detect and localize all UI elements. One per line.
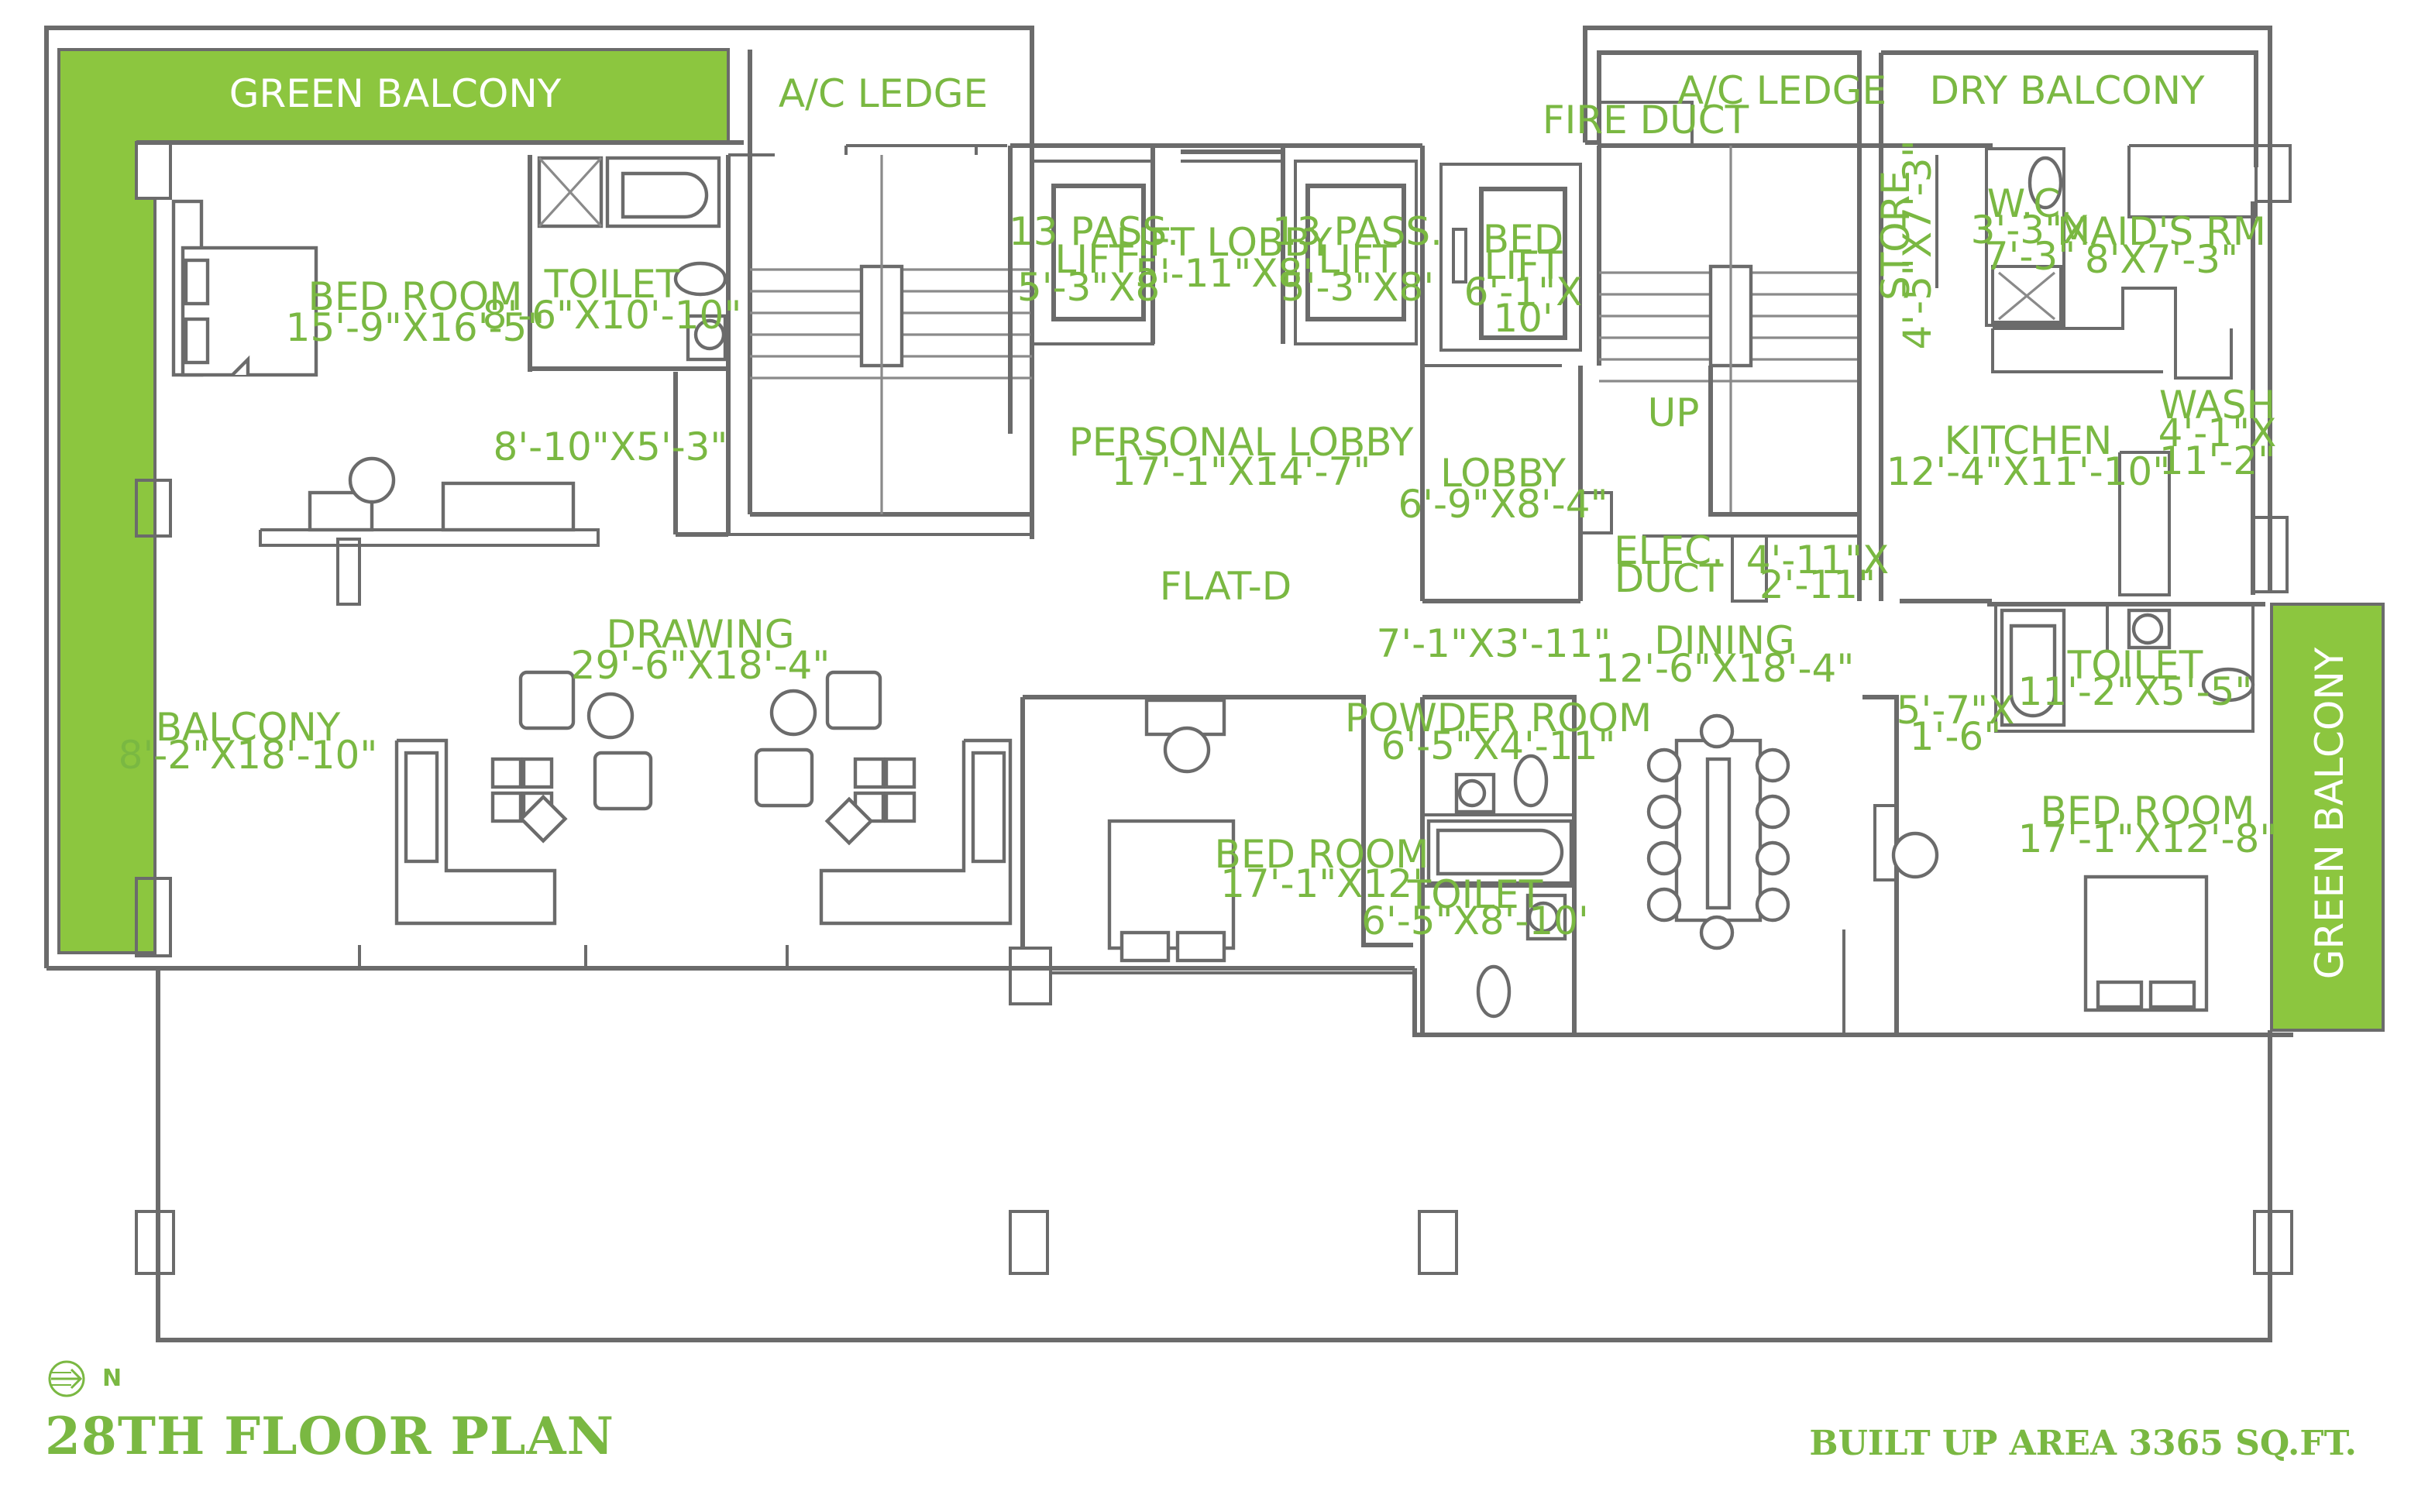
label-elec-duct-l2: DUCT	[1615, 556, 1724, 601]
label-bed-room-1: BED ROOM	[308, 274, 523, 319]
label-shaft-l2: 2'-11"	[1759, 562, 1876, 607]
label-toilet-1-size: 8'-6"X10'-10"	[483, 293, 742, 338]
label-pass-lift-1-size: 5'-3"X8'	[1017, 265, 1171, 310]
label-toilet-2: TOILET	[2067, 643, 2203, 688]
label-pass-lift-2-size: 5'-3"X8'	[1281, 265, 1434, 310]
label-bed-lift-l4: 10'	[1493, 296, 1553, 341]
built-up-area: BUILT UP AREA 3365 SQ.FT.	[1809, 1424, 2357, 1463]
label-maids-room: MAID'S RM	[2057, 209, 2266, 254]
label-ac-ledge-2: A/C LEDGE	[1677, 68, 1886, 113]
label-pass-lift-2-l1: 13 PASS.	[1272, 209, 1443, 254]
label-passage-size: 7'-1"X3'-11"	[1377, 621, 1611, 666]
label-bed-lift-l2: LIFT	[1484, 243, 1562, 288]
label-bed-room-1-size: 15'-9"X16'-5"	[286, 305, 545, 350]
label-pass-lift-2-l2: LIFT	[1318, 237, 1396, 282]
label-toilet-2-size: 11'-2"X5'-5"	[2018, 669, 2253, 714]
label-toilet-1: TOILET	[544, 262, 680, 307]
label-elec-duct-l1: ELEC.	[1614, 528, 1724, 573]
label-powder-room-size: 6'-5"X4'-11"	[1381, 723, 1616, 768]
label-toilet-3: TOILET	[1407, 872, 1543, 917]
label-wash-l3: 11'-2"	[2159, 438, 2275, 483]
label-powder-room: POWDER ROOM	[1345, 696, 1652, 741]
label-wc: W.C.	[1987, 181, 2072, 226]
north-arrow-icon	[48, 1360, 85, 1397]
label-wash: WASH	[2159, 383, 2275, 428]
label-dining: DINING	[1654, 618, 1795, 663]
label-shaft-l1: 4'-11"X	[1746, 538, 1889, 582]
label-wc-l3: 7'-3"	[1984, 234, 2076, 279]
label-dress-2-l1: 5'-7"X	[1897, 688, 2015, 733]
label-wash-l2: 4'-1"X	[2158, 411, 2277, 455]
label-kitchen-size: 12'-4"X11'-10"	[1886, 449, 2171, 494]
label-bed-room-3-size: 17'-1"X12'-8"	[2018, 816, 2278, 861]
label-dry-balcony: DRY BALCONY	[1929, 68, 2205, 113]
label-bed-lift-l1: BED	[1483, 217, 1563, 262]
label-drawing: DRAWING	[606, 612, 794, 657]
terrace-outline	[135, 968, 2293, 1342]
north-indicator: N	[45, 1357, 153, 1400]
label-green-balcony-top: GREEN BALCONY	[229, 71, 562, 116]
label-fire-duct: FIRE DUCT	[1543, 98, 1749, 143]
label-pass-lift-1-l1: 13 PASS.	[1009, 209, 1179, 254]
label-dress-size: 8'-10"X5'-3"	[494, 424, 728, 469]
north-label: N	[102, 1365, 122, 1392]
label-bed-room-2-size: 17'-1"X12'	[1220, 861, 1423, 906]
label-flat: FLAT-D	[1160, 564, 1292, 609]
label-balcony-size: 8'-2"X18'-10"	[119, 733, 378, 778]
label-lift-lobby: LIFT LOBBY	[1116, 220, 1333, 265]
label-personal-lobby-size: 17'-1"X14'-7"	[1112, 449, 1371, 494]
room-labels: GREEN BALCONY GREEN BALCONY A/C LEDGE A/…	[119, 68, 2352, 979]
label-wc-l2: 3'-3"X	[1971, 208, 2089, 253]
label-bed-room-2: BED ROOM	[1215, 832, 1429, 877]
label-lift-lobby-size: 5'-11"X8'	[1135, 251, 1313, 296]
label-green-balcony-right: GREEN BALCONY	[2307, 647, 2352, 979]
label-lobby-size: 6'-9"X8'-4"	[1398, 482, 1608, 527]
label-ac-ledge-1: A/C LEDGE	[779, 71, 988, 116]
label-maids-room-size: 8'X7'-3"	[2085, 237, 2238, 282]
label-lobby: LOBBY	[1440, 451, 1566, 496]
label-personal-lobby: PERSONAL LOBBY	[1069, 420, 1414, 465]
label-store-size: 4'-5"X7'-3"	[1895, 139, 1940, 349]
label-dining-size: 12'-6"X18'-4"	[1595, 646, 1855, 691]
green-balcony-right	[2270, 603, 2385, 1032]
label-balcony: BALCONY	[156, 705, 341, 750]
label-up: UP	[1648, 390, 1700, 435]
label-bed-lift-l3: 6'-1"X	[1464, 270, 1583, 314]
label-pass-lift-1-l2: LIFT	[1054, 237, 1133, 282]
label-bed-room-3: BED ROOM	[2041, 789, 2255, 833]
furniture	[171, 156, 2255, 1019]
label-kitchen: KITCHEN	[1945, 418, 2113, 463]
interior-walls	[135, 50, 2292, 1035]
label-store: STORE	[1873, 170, 1918, 301]
label-dress-2-l2: 1'-6"	[1910, 714, 2001, 759]
label-toilet-3-size: 6'-5"X8'-10'	[1361, 899, 1589, 943]
label-drawing-size: 29'-6"X18'-4"	[571, 643, 831, 688]
plan-title: 28TH FLOOR PLAN	[45, 1406, 614, 1466]
